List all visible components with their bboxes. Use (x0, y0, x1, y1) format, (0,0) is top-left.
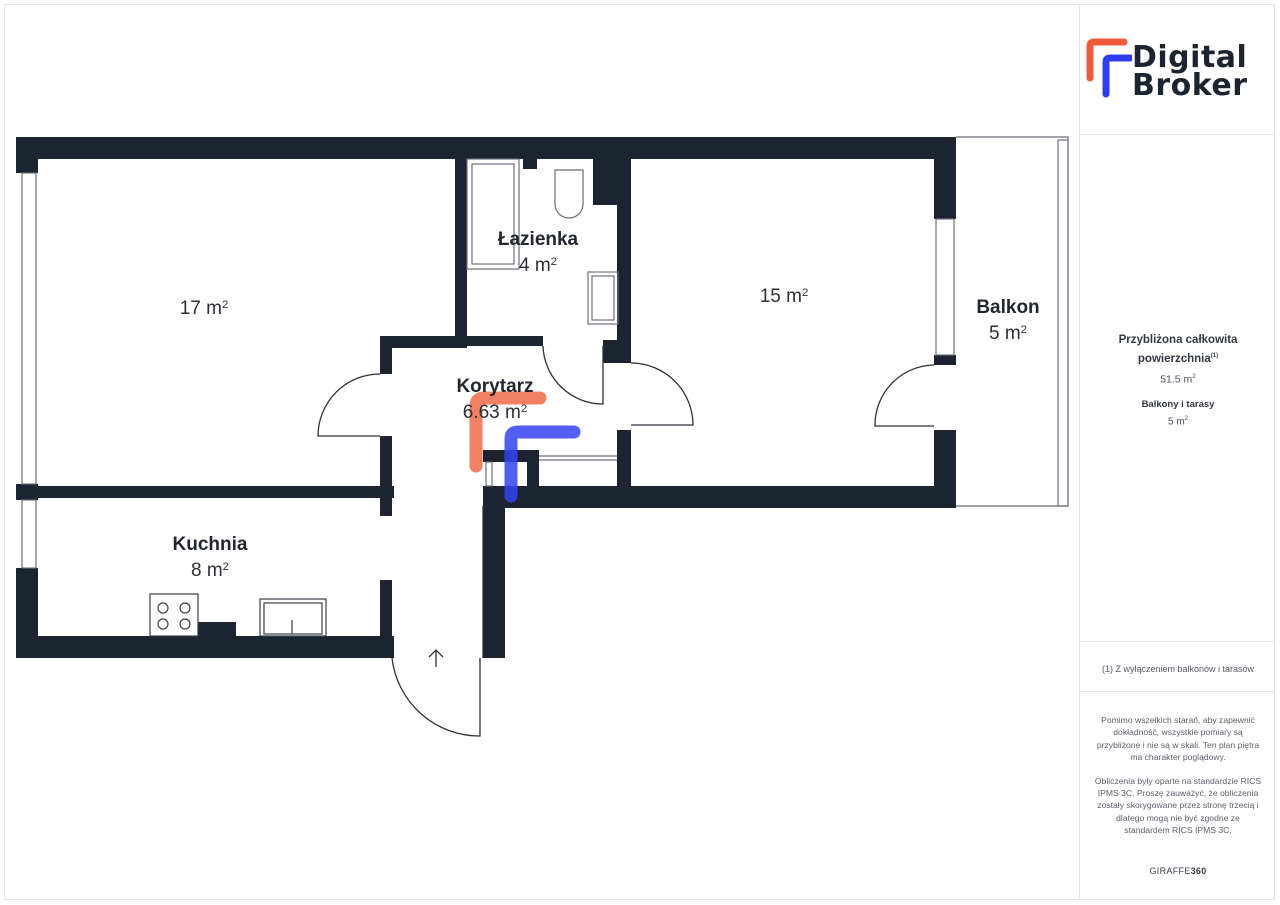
bathroom-name: Łazienka (497, 229, 579, 250)
wall-corridor-left-b (380, 436, 392, 516)
label-balcony: Balkon 5 m2 (976, 297, 1039, 345)
label-bathroom: Łazienka 4 m2 (498, 229, 578, 277)
bathroom-area: 4 m2 (518, 255, 558, 276)
page-frame (4, 4, 1275, 900)
sink (587, 271, 619, 325)
walls (16, 137, 956, 658)
kitchen-counter-block (198, 622, 236, 638)
stove-burner-3 (157, 618, 169, 630)
kitchen-area: 8 m2 (190, 560, 230, 581)
wall-top (16, 137, 956, 159)
entrance-arrow (428, 649, 444, 667)
door-room17 (317, 373, 381, 437)
kitchen-fixtures (149, 593, 327, 637)
disclaimer: Pomimo wszelkich starań, aby zapewnić do… (1094, 714, 1262, 848)
corridor-name: Korytarz (456, 376, 534, 397)
brand-name: Digital Broker (1132, 40, 1248, 103)
stove-burner-4 (179, 618, 191, 630)
label-room-left: 17 m2 (179, 298, 229, 319)
door-bathroom (542, 345, 604, 405)
windows (21, 172, 955, 569)
wall-kitchen-bottom (16, 636, 394, 658)
balconies-title: Balkony i tarasy (1141, 399, 1215, 411)
disclaimer-paragraph-2: Obliczenia były oparte na standardzie RI… (1094, 775, 1262, 836)
total-area-title: Przybliżona całkowita powierzchnia(1) (1118, 334, 1238, 365)
area-summary: Przybliżona całkowita powierzchnia(1) 51… (1080, 332, 1276, 428)
stove-burner-1 (157, 602, 169, 614)
doors (317, 345, 935, 737)
wall-corridor-top-left (380, 336, 467, 348)
wall-bath-right (617, 137, 631, 363)
stove-burner-2 (179, 602, 191, 614)
door-entrance (391, 657, 481, 737)
wall-left-lower (16, 568, 38, 658)
info-sidebar: Digital Broker Przybliżona całkowita pow… (1079, 4, 1275, 900)
wall-room15-left-lower (617, 430, 631, 498)
footnote: (1) Z wyłączeniem balkonów i tarasów (1101, 664, 1255, 674)
window-kitchen (21, 499, 37, 569)
wall-corridor-right (483, 486, 505, 658)
wall-right-lower (934, 430, 956, 508)
wall-corridor-left-c (380, 580, 392, 658)
closet (485, 455, 617, 487)
balconies-value: 5 m2 (1167, 416, 1188, 428)
label-kitchen: Kuchnia 8 m2 (173, 534, 248, 582)
label-corridor: Korytarz 6.63 m2 (456, 376, 533, 424)
window-room17 (21, 172, 37, 485)
wall-bathroom-bottom (467, 336, 543, 346)
balcony-railing (1057, 139, 1069, 507)
window-room15 (935, 218, 955, 356)
kitchen-sink (259, 598, 327, 637)
toilet (554, 169, 584, 219)
brand-line-1: Digital (1132, 40, 1248, 75)
stove (149, 593, 199, 637)
corridor-area: 6.63 m2 (462, 402, 528, 423)
watermark-logo (469, 391, 581, 503)
kitchen-name: Kuchnia (172, 534, 248, 555)
total-area-value: 51.5 m2 (1160, 372, 1196, 386)
wall-corridor-left-a (380, 336, 392, 374)
balcony-area: 5 m2 (988, 323, 1028, 344)
brand-line-2: Broker (1132, 68, 1248, 103)
door-room15 (630, 362, 694, 426)
bath-stub (523, 159, 537, 169)
kitchen-sink-inner (263, 602, 323, 635)
wall-right-upper (934, 137, 956, 219)
sink-inner (591, 275, 615, 321)
disclaimer-paragraph-1: Pomimo wszelkich starań, aby zapewnić do… (1096, 715, 1260, 763)
separator (1080, 641, 1275, 642)
floor-plan (16, 136, 1069, 737)
wall-right-mid (934, 355, 956, 365)
wall-bathroom-left (455, 137, 467, 337)
wall-room-kitchen (16, 486, 394, 498)
label-room-right: 15 m2 (759, 286, 809, 307)
brand-logo: Digital Broker (1086, 38, 1272, 104)
balcony-outline (956, 136, 1069, 507)
bathtub (466, 158, 520, 270)
door-balcony (874, 364, 935, 427)
wall-left-upper (16, 137, 38, 173)
separator (1080, 691, 1275, 692)
brand-logo-icon (1086, 38, 1134, 98)
bathroom-fixtures (466, 158, 619, 325)
giraffe360-mark: GIRAFFE360 (1149, 866, 1207, 876)
separator (1080, 134, 1275, 135)
wall-room15-bottom (483, 486, 956, 508)
wall-bath-right-foot (603, 340, 631, 363)
bathtub-inner (471, 163, 515, 265)
balcony-name: Balkon (976, 297, 1040, 318)
